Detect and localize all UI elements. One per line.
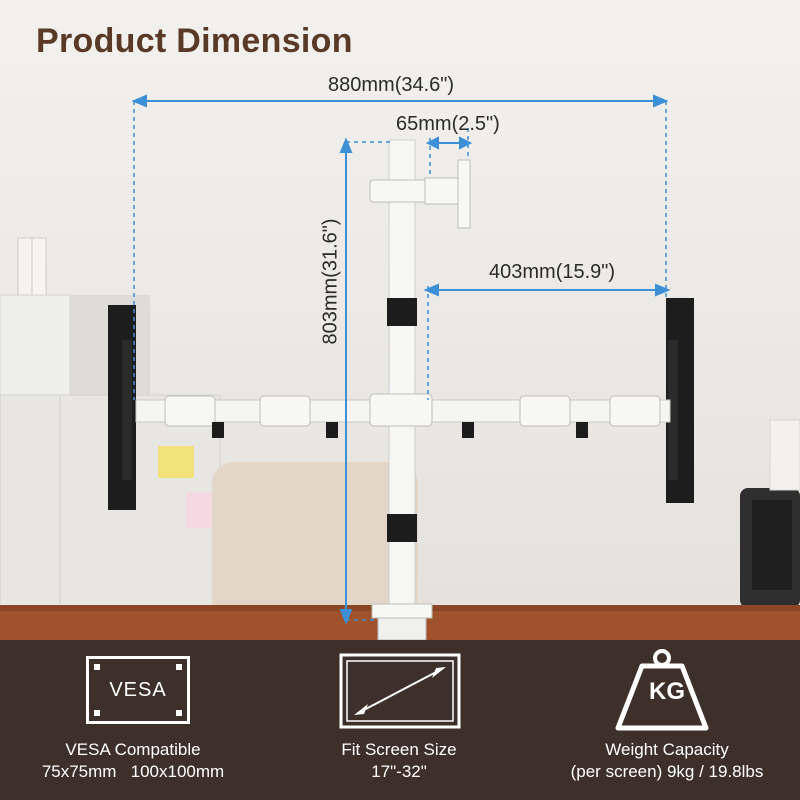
feature-detail: 75x75mm 100x100mm bbox=[41, 762, 225, 781]
feature-detail: (per screen) 9kg / 19.8lbs bbox=[570, 762, 764, 781]
page-title: Product Dimension bbox=[36, 22, 353, 60]
weight-icon-text: KG bbox=[649, 678, 685, 705]
weight-icon bbox=[615, 649, 709, 731]
feature-vesa: VESA VESA Compatible 75x75mm 100x100mm bbox=[0, 640, 266, 800]
clamp-offset-label: 65mm(2.5") bbox=[396, 113, 500, 135]
total-width-label: 880mm(34.6") bbox=[328, 74, 455, 96]
vesa-icon: VESA bbox=[86, 656, 190, 724]
screen-size-icon bbox=[339, 653, 461, 729]
vesa-icon-text: VESA bbox=[109, 679, 167, 701]
product-scene: Product Dimension 880mm(34.6") 65mm(2.5"… bbox=[0, 0, 800, 640]
arm-length-label: 403mm(15.9") bbox=[489, 261, 616, 283]
height-label: 803mm(31.6") bbox=[319, 218, 342, 345]
features-bar: VESA VESA Compatible 75x75mm 100x100mm F… bbox=[0, 640, 800, 800]
feature-title: Weight Capacity bbox=[605, 740, 729, 759]
feature-title: VESA Compatible bbox=[65, 740, 201, 759]
feature-title: Fit Screen Size bbox=[341, 740, 457, 759]
feature-weight: KG Weight Capacity (per screen) 9kg / 19… bbox=[534, 640, 800, 800]
feature-screen-size: Fit Screen Size 17"-32" bbox=[266, 640, 532, 800]
monitor-mount-illustration bbox=[0, 94, 800, 640]
feature-detail: 17"-32" bbox=[371, 762, 427, 781]
